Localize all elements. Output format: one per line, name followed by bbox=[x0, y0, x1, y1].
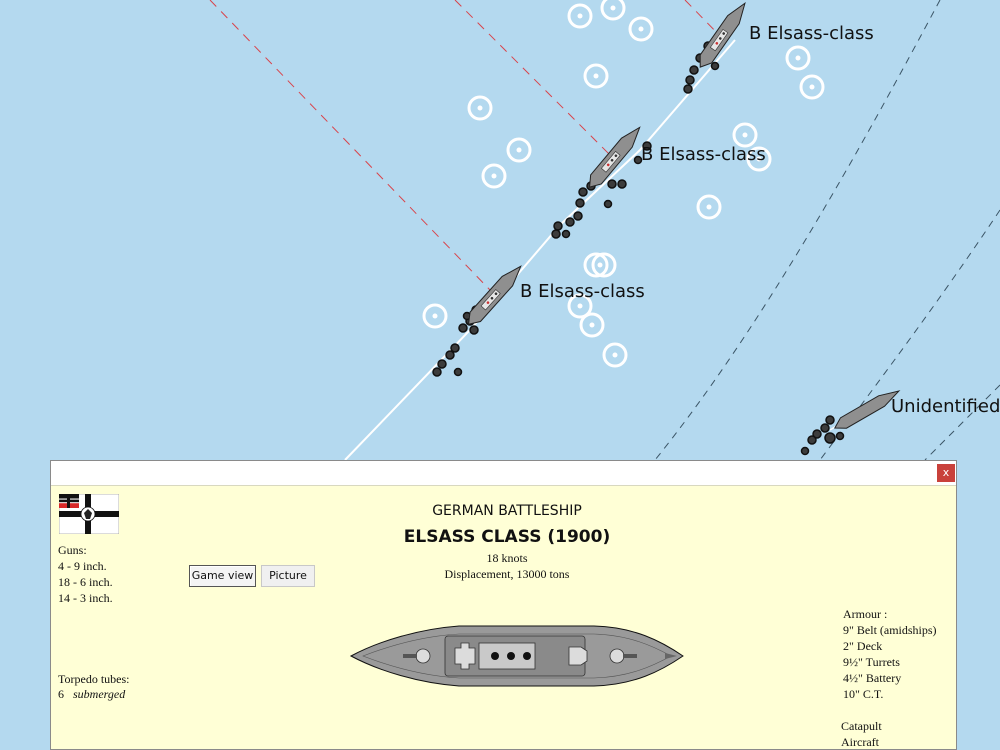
armour-entry: 10" C.T. bbox=[843, 687, 884, 701]
torpedo-count: 6 bbox=[58, 687, 64, 701]
range-arcs bbox=[654, 0, 1000, 461]
shell-splashes bbox=[422, 0, 825, 368]
guns-heading: Guns: bbox=[58, 543, 87, 557]
torpedo-type: submerged bbox=[73, 687, 126, 701]
armour-entry: 9" Belt (amidships) bbox=[843, 623, 937, 637]
ship-elsass-1[interactable] bbox=[694, 0, 750, 71]
ship-info-panel: x Guns: 4 - 9 inch. 18 - 6 inch. 14 - 3 … bbox=[50, 460, 957, 750]
ship-displacement: Displacement, 13000 tons bbox=[444, 567, 570, 581]
gun-entry: 14 - 3 inch. bbox=[58, 591, 113, 605]
gun-entry: 18 - 6 inch. bbox=[58, 575, 113, 589]
ship-label-2: B Elsass-class bbox=[641, 144, 766, 165]
armour-entry: 9½" Turrets bbox=[843, 655, 900, 669]
sight-lines bbox=[209, 0, 723, 291]
imperial-german-naval-flag-icon bbox=[59, 494, 119, 534]
ship-label-unidentified: Unidentified bbox=[891, 396, 1000, 417]
close-button[interactable]: x bbox=[937, 464, 955, 482]
ship-label-1: B Elsass-class bbox=[749, 23, 874, 44]
torpedo-heading: Torpedo tubes: bbox=[58, 672, 130, 686]
armour-heading: Armour : bbox=[843, 607, 888, 621]
ship-category: GERMAN BATTLESHIP bbox=[432, 503, 582, 519]
ship-plan-view bbox=[349, 625, 684, 687]
extra-equipment: Aircraft bbox=[841, 735, 879, 749]
armour-entry: 4½" Battery bbox=[843, 671, 902, 685]
panel-titlebar[interactable]: x bbox=[51, 461, 956, 486]
extra-equipment: Catapult bbox=[841, 719, 882, 733]
ship-elsass-3[interactable] bbox=[463, 262, 526, 329]
tab-picture[interactable]: Picture bbox=[261, 565, 315, 587]
ship-class-title: ELSASS CLASS (1900) bbox=[403, 527, 611, 547]
armour-entry: 2" Deck bbox=[843, 639, 883, 653]
gun-entry: 4 - 9 inch. bbox=[58, 559, 107, 573]
ship-unidentified[interactable] bbox=[832, 386, 902, 433]
tab-game-view[interactable]: Game view bbox=[189, 565, 256, 587]
ship-elsass-2[interactable] bbox=[584, 123, 645, 192]
ship-speed: 18 knots bbox=[486, 551, 528, 565]
ship-label-3: B Elsass-class bbox=[520, 281, 645, 302]
